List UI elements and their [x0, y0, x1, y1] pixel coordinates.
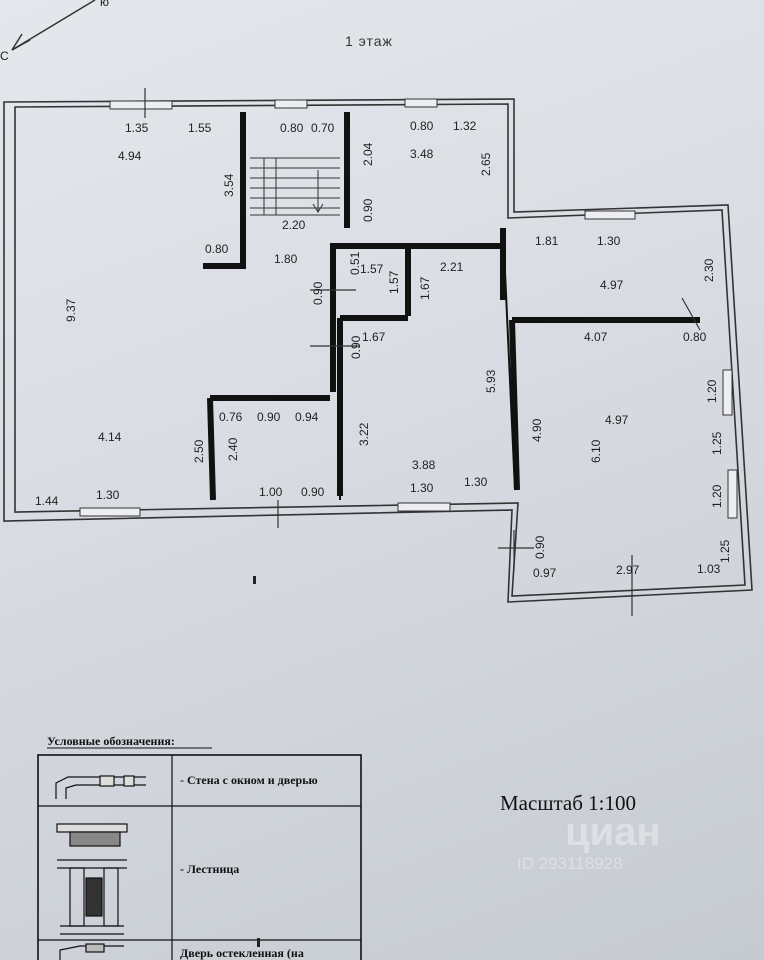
north-arrow: C ю: [0, 0, 109, 63]
dim-label: 4.97: [600, 278, 624, 292]
dim-label: 5.93: [484, 369, 498, 393]
floor-title: 1 этаж: [345, 33, 393, 49]
dim-label: 2.04: [361, 142, 375, 166]
dim-label: 0.97: [533, 566, 557, 580]
dim-label: 1.44: [35, 494, 59, 508]
outer-wall: [3, 98, 753, 603]
glazed-door-icon: [59, 943, 124, 960]
scan-speck: [253, 576, 256, 584]
legend-item-label: - Лестница: [180, 862, 239, 876]
dim-label: 9.37: [64, 298, 78, 322]
dim-label: 2.30: [702, 258, 716, 282]
legend-title: Условные обозначения:: [47, 734, 175, 748]
dim-label: 0.80: [280, 121, 304, 135]
dim-label: 6.10: [589, 439, 603, 463]
dim-label: 0.51: [348, 251, 362, 275]
dim-label: 0.80: [683, 330, 707, 344]
dim-label: 3.22: [357, 422, 371, 446]
dim-label: 3.48: [410, 147, 434, 161]
scan-speck: [257, 938, 260, 947]
windows: [79, 98, 738, 519]
dim-label: 1.67: [418, 276, 432, 300]
scale-label: Масштаб 1:100: [500, 791, 636, 815]
dim-label: 1.55: [188, 121, 212, 135]
dim-label: 1.30: [597, 234, 621, 248]
interior-wall-thin: [339, 227, 516, 500]
dim-label: 2.65: [479, 152, 493, 176]
stairs: [250, 157, 340, 216]
dim-label: 4.14: [98, 430, 122, 444]
watermark-id: ID 293118928: [517, 854, 623, 873]
dim-label: 4.07: [584, 330, 608, 344]
dim-label: 0.90: [349, 335, 363, 359]
legend: Условные обозначения: - Стена с окном и …: [37, 734, 362, 960]
dim-label: 1.80: [274, 252, 298, 266]
dim-label: 0.70: [311, 121, 335, 135]
dim-label: 0.76: [219, 410, 243, 424]
dim-label: 1.67: [362, 330, 386, 344]
dim-label: 1.57: [387, 270, 401, 294]
dim-label: 4.97: [605, 413, 629, 427]
legend-frame: [37, 754, 362, 960]
dim-label: 1.00: [259, 485, 283, 499]
dim-label: 2.40: [226, 437, 240, 461]
dim-label: 1.20: [710, 484, 724, 508]
dim-label: 3.54: [222, 173, 236, 197]
dim-label: 1.25: [718, 539, 732, 563]
dim-label: 1.30: [410, 481, 434, 495]
dim-label: 2.50: [192, 439, 206, 463]
dimension-labels: 1.35 1.55 0.80 0.70 0.80 1.32 4.94 3.54 …: [35, 119, 732, 580]
dim-label: 1.81: [535, 234, 559, 248]
north-letter: C: [0, 49, 9, 63]
dim-label: 0.94: [295, 410, 319, 424]
dim-label: 1.30: [96, 488, 120, 502]
dim-label: 2.20: [282, 218, 306, 232]
dim-label: 0.90: [311, 281, 325, 305]
dim-label: 4.90: [530, 418, 544, 442]
dim-label: 1.57: [360, 262, 384, 276]
dim-label: 0.90: [533, 535, 547, 559]
dim-label: 4.94: [118, 149, 142, 163]
wall-window-door-icon: [55, 775, 146, 799]
dim-label: 0.90: [257, 410, 281, 424]
axis-markers: [144, 88, 701, 616]
dim-label: 1.32: [453, 119, 477, 133]
dim-label: 2.21: [440, 260, 464, 274]
watermark-brand: циан: [565, 810, 661, 854]
dim-label: 1.20: [705, 379, 719, 403]
watermark: циан ID 293118928: [517, 810, 661, 873]
dim-label: 0.80: [205, 242, 229, 256]
dim-label: 1.03: [697, 562, 721, 576]
dim-label: 3.88: [412, 458, 436, 472]
top-letter: ю: [100, 0, 109, 9]
dim-label: 1.35: [125, 121, 149, 135]
stairs-icon: [56, 823, 128, 935]
dim-label: 0.90: [361, 198, 375, 222]
dim-label: 0.90: [301, 485, 325, 499]
legend-item-label: Дверь остекленная (на: [180, 946, 304, 960]
dim-label: 1.30: [464, 475, 488, 489]
dim-label: 2.97: [616, 563, 640, 577]
dim-label: 1.25: [710, 431, 724, 455]
interior-walls: [203, 112, 700, 501]
dim-label: 0.80: [410, 119, 434, 133]
legend-item-label: - Стена с окном и дверью: [180, 773, 318, 787]
